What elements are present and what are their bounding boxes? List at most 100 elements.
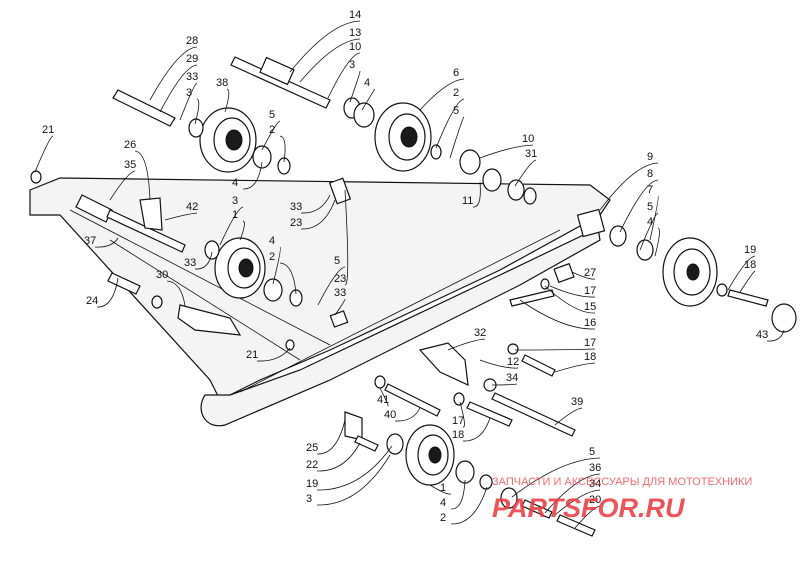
watermark: ЗАПЧАСТИ И АКСЕССУАРЫ ДЛЯ МОТОТЕХНИКИ PA… <box>492 476 752 523</box>
part-number-label: 32 <box>474 327 486 339</box>
part-number-label: 3 <box>232 195 238 207</box>
callout-leader-line <box>554 407 583 426</box>
part-number-label: 37 <box>84 235 96 247</box>
callout-leader-line <box>349 70 361 103</box>
part-number-label: 4 <box>269 235 275 247</box>
part-number-label: 4 <box>364 77 370 89</box>
callout-leader-line <box>554 489 601 516</box>
callout-leader-line <box>491 383 518 386</box>
part-number-label: 5 <box>334 255 340 267</box>
wheel-38 <box>199 107 257 173</box>
callout-leader-line <box>549 285 596 298</box>
part-number-label: 18 <box>584 351 596 363</box>
part-number-label: 21 <box>246 349 258 361</box>
part-number-label: 30 <box>156 269 168 281</box>
callout-leader-line <box>94 237 119 248</box>
callout-leader-line <box>511 457 601 498</box>
wheel-1-lower <box>405 424 455 486</box>
part-number-label: 3 <box>186 87 192 99</box>
callout-leader-line <box>279 135 286 163</box>
part-number-label: 5 <box>589 446 595 458</box>
part-number-label: 25 <box>306 442 318 454</box>
wheel-7 <box>662 237 718 307</box>
callout-leader-line <box>447 338 486 351</box>
part-number-label: 6 <box>453 67 459 79</box>
callout-leader-line <box>739 270 756 293</box>
part-number-label: 43 <box>756 329 768 341</box>
part-number-label: 31 <box>525 148 537 160</box>
callout-leader-line <box>654 227 660 257</box>
callout-leader-line <box>727 255 756 291</box>
callout-leader-line <box>279 262 297 295</box>
callout-leader-line <box>194 98 200 125</box>
callout-leader-line <box>224 88 230 113</box>
callout-leader-line <box>639 212 659 251</box>
callout-leader-line <box>514 348 596 351</box>
part-number-label: 17 <box>584 285 596 297</box>
callout-leader-line <box>149 46 198 101</box>
part-number-label: 29 <box>186 53 198 65</box>
callout-leader-line <box>554 362 596 373</box>
callout-leader-line <box>544 473 601 514</box>
part-number-label: 15 <box>584 301 596 313</box>
part-number-label: 18 <box>452 429 464 441</box>
callout-leader-line <box>300 199 336 230</box>
callout-leader-line <box>450 479 466 510</box>
part-number-label: 14 <box>349 9 361 21</box>
callout-leader-line <box>134 150 151 201</box>
part-number-label: 19 <box>744 244 756 256</box>
callout-leader-line <box>272 246 281 285</box>
slide-rail <box>29 177 611 427</box>
callout-leader-line <box>462 417 491 442</box>
callout-leader-line <box>289 20 361 73</box>
part-number-label: 2 <box>269 251 275 263</box>
callout-leader-line <box>261 120 281 151</box>
callout-leader-line <box>479 144 534 159</box>
callout-leader-line <box>619 179 659 233</box>
part-number-label: 22 <box>306 459 318 471</box>
callout-leader-line <box>34 135 54 173</box>
part-number-label: 10 <box>522 133 534 145</box>
part-number-label: 17 <box>452 415 464 427</box>
part-number-label: 24 <box>86 295 98 307</box>
callout-leader-line <box>316 454 391 506</box>
part-number-label: 33 <box>184 257 196 269</box>
part-number-label: 33 <box>334 287 346 299</box>
part-number-label: 4 <box>440 497 446 509</box>
part-number-label: 21 <box>42 124 54 136</box>
part-number-label: 2 <box>440 512 446 524</box>
callout-leader-line <box>179 82 198 121</box>
wheel-6 <box>374 102 432 172</box>
callout-leader-line <box>327 52 361 99</box>
part-number-label: 18 <box>744 259 756 271</box>
callout-leader-line <box>316 445 393 491</box>
callout-leader-line <box>316 419 346 455</box>
part-number-label: 5 <box>453 105 459 117</box>
part-number-label: 16 <box>584 317 596 329</box>
callout-leader-line <box>316 442 361 472</box>
part-number-label: 11 <box>462 195 473 207</box>
part-number-label: 2 <box>453 87 459 99</box>
part-number-label: 27 <box>584 267 596 279</box>
part-number-label: 39 <box>571 396 583 408</box>
part-number-label: 12 <box>507 356 519 368</box>
part-number-label: 26 <box>124 139 136 151</box>
callout-leader-line <box>571 271 596 280</box>
callout-leader-line <box>256 347 291 362</box>
callout-leader-line <box>344 189 349 286</box>
callout-leader-line <box>242 161 263 190</box>
part-number-label: 38 <box>216 77 228 89</box>
part-number-label: 33 <box>290 201 302 213</box>
part-number-label: 35 <box>124 159 136 171</box>
callout-leader-line <box>239 220 245 241</box>
watermark-logo: PARTSFOR.RU <box>492 493 686 523</box>
callout-leader-line <box>159 64 198 113</box>
callout-leader-line <box>299 38 361 83</box>
callout-leader-line <box>766 329 785 342</box>
hardware <box>30 56 797 537</box>
part-number-label: 17 <box>584 337 596 349</box>
watermark-tagline: ЗАПЧАСТИ И АКСЕССУАРЫ ДЛЯ МОТОТЕХНИКИ <box>492 476 752 488</box>
